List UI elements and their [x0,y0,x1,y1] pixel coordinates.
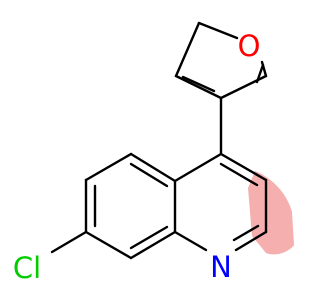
bond-c7-c8 [84,230,133,260]
bond-c2-n1 [234,230,268,252]
bond-c4-c4a [173,152,223,183]
bond-c5-c6 [84,152,133,182]
bond-c7-cl [50,230,88,254]
chlorine-atom-label: Cl [13,251,41,285]
bond-n1-c8a [173,230,208,252]
molecule-structure-diagram: O N Cl [13,21,294,285]
bond-furan-c5-c2-inner [255,63,265,84]
bond-furan-c5-c2 [219,74,268,100]
bond-c2-n1-inner [232,224,260,242]
bond-c8-c8a [129,230,177,260]
bond-c4a-c5-inner [129,162,169,188]
bond-c4-c3 [219,152,268,182]
highlighted-bond-region [248,171,294,255]
bond-furan-c2-c3-inner [181,75,216,93]
bond-c4a-c5 [129,152,177,183]
bond-furan-c3-c4 [174,21,201,78]
bond-c4-c3-inner [219,162,259,187]
nitrogen-atom-label: N [210,250,232,284]
bond-furan-c4-o [197,21,239,40]
bond-furan-c2-c3 [174,74,223,100]
bond-c8-c8a-inner [129,225,169,250]
oxygen-atom-label: O [238,29,261,63]
